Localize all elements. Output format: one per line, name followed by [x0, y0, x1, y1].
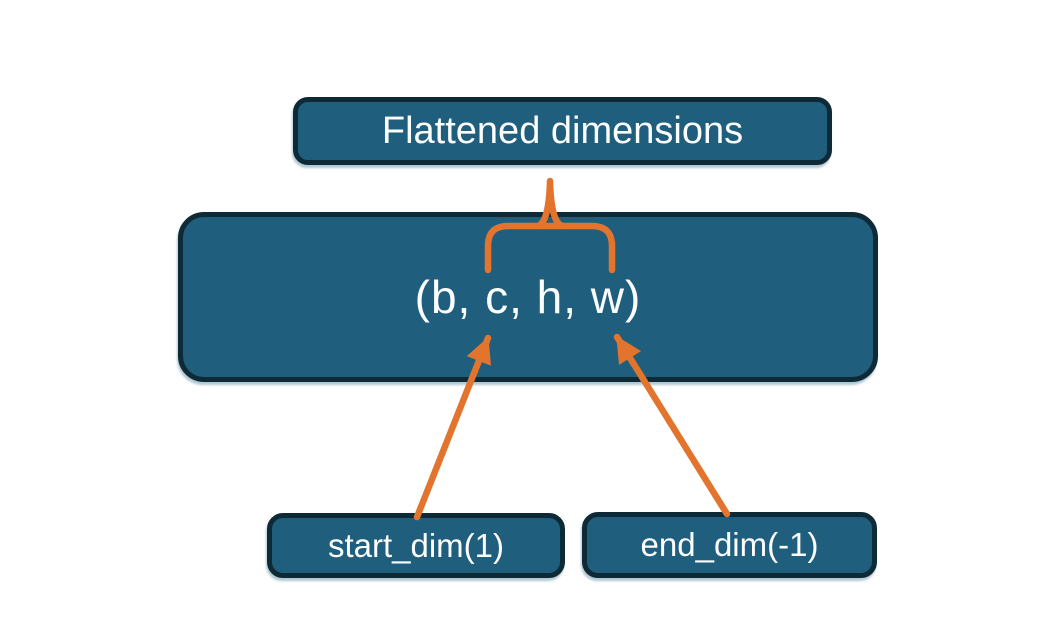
end-dim-box: end_dim(-1) [582, 512, 877, 578]
flattened-dimensions-box: Flattened dimensions [293, 97, 832, 165]
start-dim-label: start_dim(1) [327, 526, 505, 564]
tensor-shape-label: (b, c, h, w) [414, 271, 642, 323]
end-dim-label: end_dim(-1) [640, 526, 819, 563]
start-dim-box: start_dim(1) [267, 513, 565, 578]
flattened-dimensions-label: Flattened dimensions [381, 109, 744, 152]
tensor-shape-box: (b, c, h, w) [178, 212, 878, 382]
